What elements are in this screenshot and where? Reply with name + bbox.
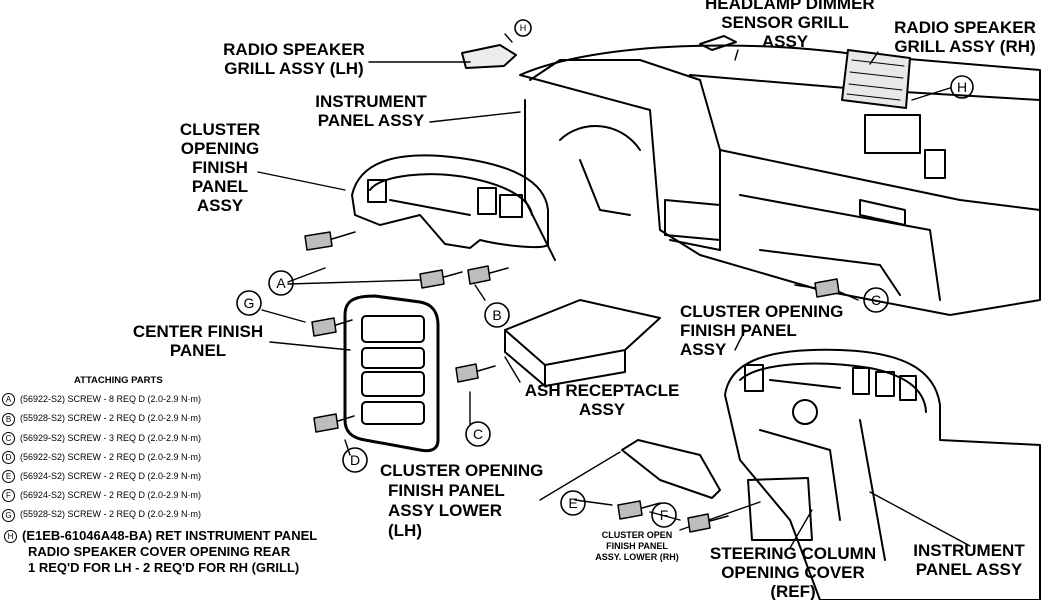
part-description: (56922-S2) SCREW - 8 REQ D (2.0-2.9 N·m) [20,394,202,405]
part-key-badge: E [2,470,15,484]
lower-instrument-panel-part [724,348,1041,600]
part-description: (56924-S2) SCREW - 2 REQ D (2.0-2.9 N·m) [20,471,202,482]
attaching-part-row: G (55928-S2) SCREW - 2 REQ D (2.0-2.9 N·m… [2,505,382,524]
part-key-badge: D [2,450,15,464]
callout-d-letter: D [350,452,360,468]
attaching-part-row: C (56929-S2) SCREW - 3 REQ D (2.0-2.9 N·m… [2,429,382,448]
callout-c-letter-right: C [871,292,881,308]
part-description: (56922-S2) SCREW - 2 REQ D (2.0-2.9 N·m) [20,451,202,462]
callout-e-letter: E [568,495,577,511]
radio-speaker-grill-rh-part [841,49,911,109]
callout-a-letter: A [276,275,286,291]
attaching-parts-list: ATTACHING PARTS A (56922-S2) SCREW - 8 RE… [2,371,382,525]
part-description: (55928-S2) SCREW - 2 REQ D (2.0-2.9 N·m) [20,413,202,424]
cluster-opening-finish-panel-part [351,154,549,249]
attaching-part-row: B (55928-S2) SCREW - 2 REQ D (2.0-2.9 N·m… [2,409,382,428]
note-callout-h: H [4,530,17,544]
radio-speaker-grill-lh-part [461,44,517,69]
callout-h-letter-top: H [520,23,527,33]
retainer-note: H(E1EB-61046A48-BA) RET INSTRUMENT PANEL… [4,528,317,576]
attaching-part-row: F (56924-S2) SCREW - 2 REQ D (2.0-2.9 N·m… [2,486,382,505]
attaching-parts-title: ATTACHING PARTS [74,375,163,386]
attaching-part-row: E (56924-S2) SCREW - 2 REQ D (2.0-2.9 N·m… [2,467,382,486]
callout-h-letter-right: H [957,79,967,95]
part-key-badge: B [2,412,15,426]
part-description: (55928-S2) SCREW - 2 REQ D (2.0-2.9 N·m) [20,509,202,520]
callout-c-letter-left: C [473,426,483,442]
part-key-badge: C [2,431,15,445]
instrument-panel-body [519,44,1041,316]
part-description: (56924-S2) SCREW - 2 REQ D (2.0-2.9 N·m) [20,490,202,501]
callout-f-letter: F [660,507,669,523]
callout-b-letter: B [492,307,501,323]
headlamp-dimmer-grill-part [699,35,737,51]
cluster-lower-lh-part [621,439,721,499]
part-description: (56929-S2) SCREW - 3 REQ D (2.0-2.9 N·m) [20,432,202,443]
part-key-badge: A [2,393,15,407]
part-key-badge: G [2,508,15,522]
callout-g-letter: G [244,295,255,311]
attaching-part-row: D (56922-S2) SCREW - 2 REQ D (2.0-2.9 N·m… [2,448,382,467]
part-key-badge: F [2,489,15,503]
ash-receptacle-part [504,299,661,387]
attaching-part-row: A (56922-S2) SCREW - 8 REQ D (2.0-2.9 N·m… [2,390,382,409]
callout-circles [236,19,974,528]
steering-column-cover-part [747,477,813,541]
center-finish-panel-part [343,294,440,453]
screws [304,231,840,533]
